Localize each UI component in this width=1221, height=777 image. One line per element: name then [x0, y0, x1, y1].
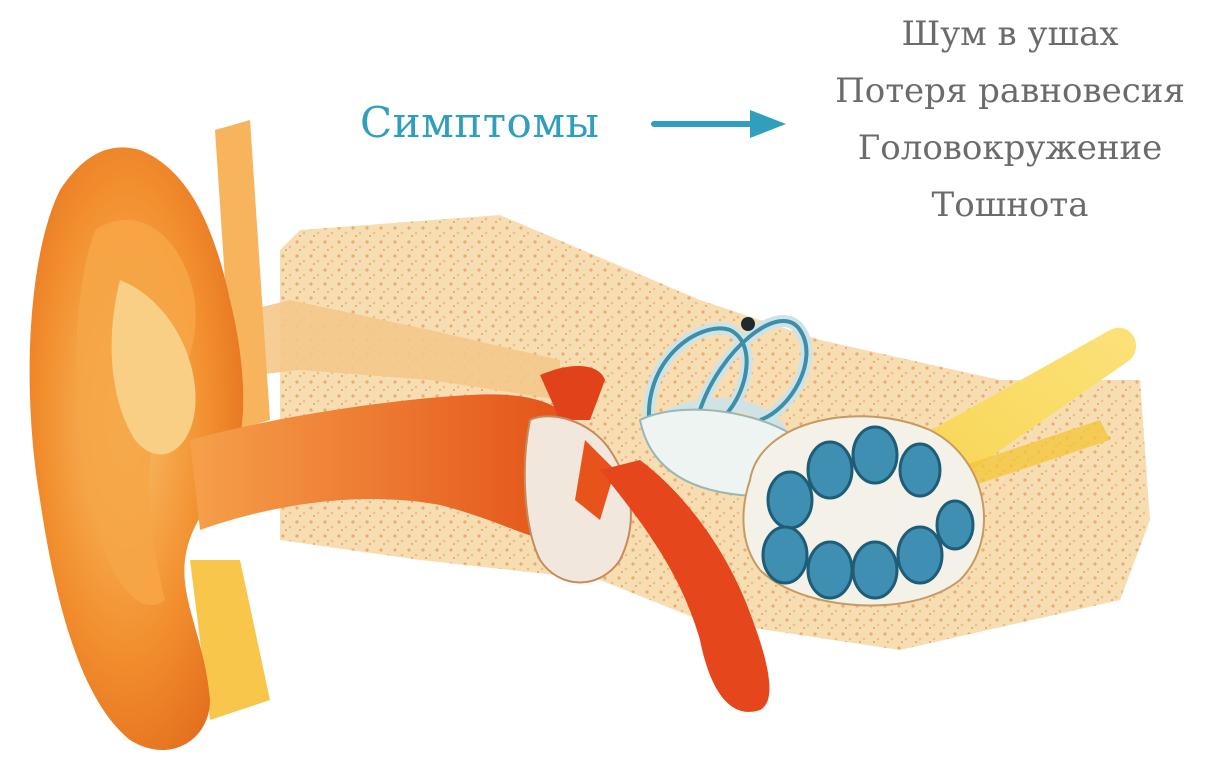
symptom-item: Потеря равновесия: [800, 63, 1220, 120]
symptom-item: Тошнота: [800, 177, 1220, 234]
arrow-right-icon: [650, 104, 790, 144]
symptom-list: Шум в ушах Потеря равновесия Головокруже…: [800, 6, 1220, 234]
symptoms-label: Симптомы: [360, 98, 599, 147]
cochlea: [743, 416, 984, 605]
symptom-item: Шум в ушах: [800, 6, 1220, 63]
symptom-item: Головокружение: [800, 120, 1220, 177]
